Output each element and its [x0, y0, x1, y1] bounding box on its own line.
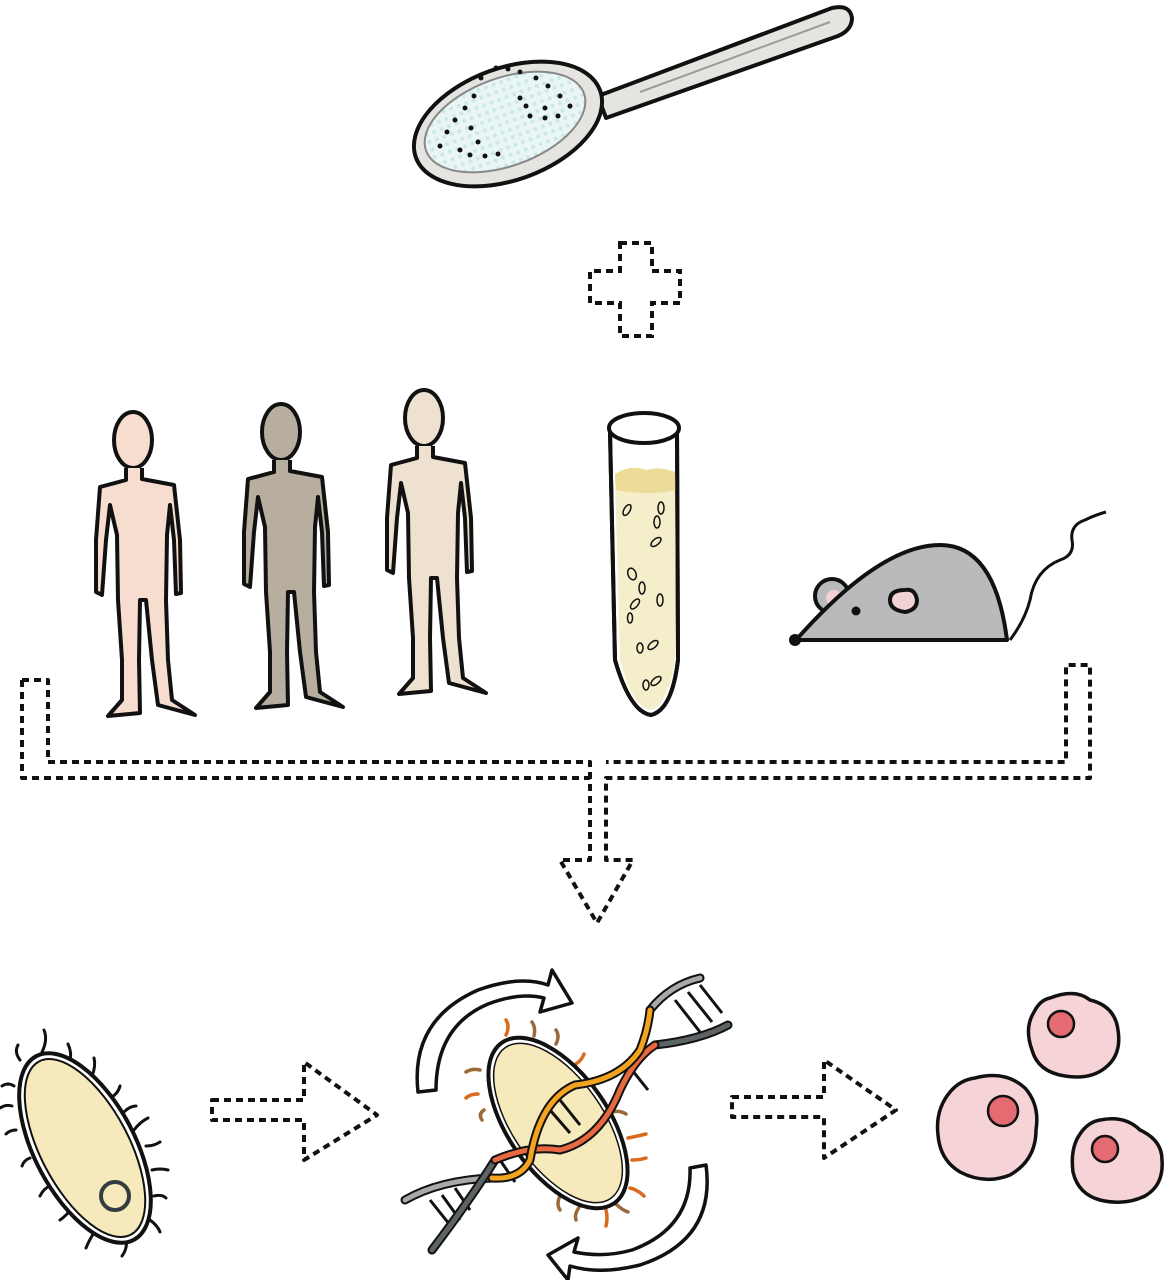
- human-2-icon: [242, 402, 345, 710]
- converge-connector: [20, 663, 1092, 925]
- bacterium-icon: [0, 1028, 170, 1258]
- host-cells-icon: [935, 991, 1164, 1204]
- culture-tube-icon: [607, 411, 681, 718]
- human-1-icon: [94, 410, 197, 718]
- arrow-right-icon: [210, 1060, 379, 1162]
- spoon-icon: [411, 5, 854, 189]
- genetic-exchange-icon: [400, 968, 733, 1280]
- dna-strand-gray: [645, 973, 705, 1015]
- culture-cells: [622, 501, 665, 691]
- human-3-icon: [385, 388, 488, 696]
- host-cell-1: [1026, 991, 1121, 1079]
- powder-dots: [437, 65, 573, 159]
- host-cell-3: [1070, 1117, 1164, 1204]
- mouse-icon: [789, 510, 1107, 646]
- plus-icon: [588, 241, 682, 338]
- arrow-right-icon-2: [730, 1058, 898, 1160]
- host-cell-2: [935, 1073, 1039, 1182]
- plasmid-icon: [99, 1180, 131, 1212]
- cycle-arrow-top-icon: [415, 968, 574, 1094]
- cycle-arrow-bottom-icon: [546, 1163, 709, 1280]
